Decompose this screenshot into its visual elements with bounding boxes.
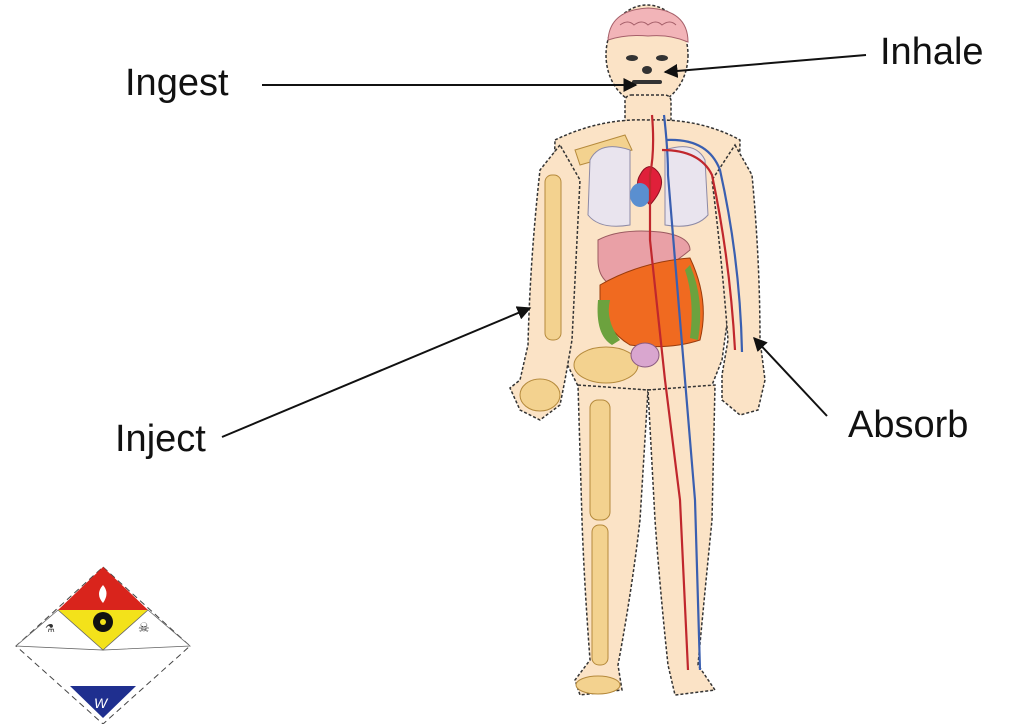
inhale-label: Inhale (880, 33, 984, 71)
inject-label: Inject (115, 420, 206, 458)
ingest-label: Ingest (125, 64, 229, 102)
human-body-anatomy-icon (510, 5, 765, 695)
svg-text:W: W (94, 695, 109, 711)
inhale-pointer (665, 55, 866, 72)
inject-pointer (222, 308, 530, 437)
absorb-label: Absorb (848, 406, 968, 444)
svg-text:☠: ☠ (138, 620, 150, 635)
hazard-diamond-icon: ⚗ ☠ W (16, 567, 190, 724)
svg-text:⚗: ⚗ (45, 623, 55, 635)
